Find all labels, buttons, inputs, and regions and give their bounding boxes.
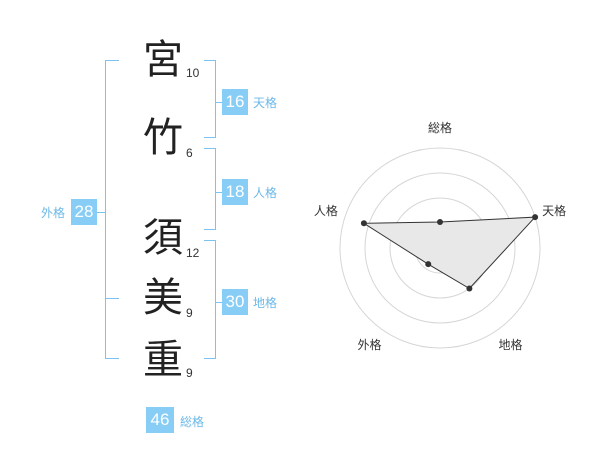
gaikaku-badge: 28: [71, 199, 97, 225]
jinkaku-label: 人格: [253, 186, 278, 200]
jinkaku-badge: 18: [222, 179, 248, 205]
stroke-count-3: 12: [186, 246, 200, 260]
jinkaku-bracket: [204, 148, 216, 230]
name-char-4: 美: [143, 275, 183, 321]
name-char-3: 須: [143, 215, 183, 261]
radar-polygon: [362, 216, 537, 290]
tenkaku-label: 天格: [253, 96, 278, 110]
soukaku-badge: 46: [146, 407, 174, 433]
radar-point: [425, 261, 432, 268]
radar-point: [532, 214, 539, 221]
radar-axis-label: 人格: [314, 203, 338, 218]
tenkaku-badge: 16: [222, 89, 248, 115]
name-char-1: 宮: [143, 37, 183, 83]
gaikaku-label: 外格: [41, 206, 66, 220]
gaikaku-mid-tick: [105, 298, 119, 299]
radar-point: [360, 220, 367, 227]
stroke-count-1: 10: [186, 66, 200, 80]
name-char-2: 竹: [143, 115, 183, 161]
chikaku-badge: 30: [222, 289, 248, 315]
radar-axis-label: 地格: [499, 337, 523, 352]
chikaku-label: 地格: [253, 296, 278, 310]
stroke-count-4: 9: [186, 306, 193, 320]
radar-axis-label: 外格: [357, 337, 381, 352]
gaikaku-bracket-tick: [97, 212, 105, 213]
chikaku-bracket: [204, 240, 216, 359]
radar-ring: [339, 147, 541, 349]
radar-axis-label: 天格: [542, 203, 566, 218]
stroke-count-2: 6: [186, 146, 193, 160]
radar-point: [437, 219, 443, 225]
stroke-count-5: 9: [186, 366, 193, 380]
radar-axis-label: 総格: [428, 120, 452, 135]
jinkaku-bracket-tick: [216, 192, 222, 193]
gaikaku-bracket: [105, 60, 119, 359]
radar-point: [466, 285, 473, 292]
tenkaku-bracket: [204, 60, 216, 138]
name-char-5: 重: [143, 337, 183, 383]
radar-ring: [364, 172, 516, 324]
chikaku-bracket-tick: [216, 302, 222, 303]
soukaku-label: 総格: [180, 415, 205, 429]
tenkaku-bracket-tick: [216, 102, 222, 103]
